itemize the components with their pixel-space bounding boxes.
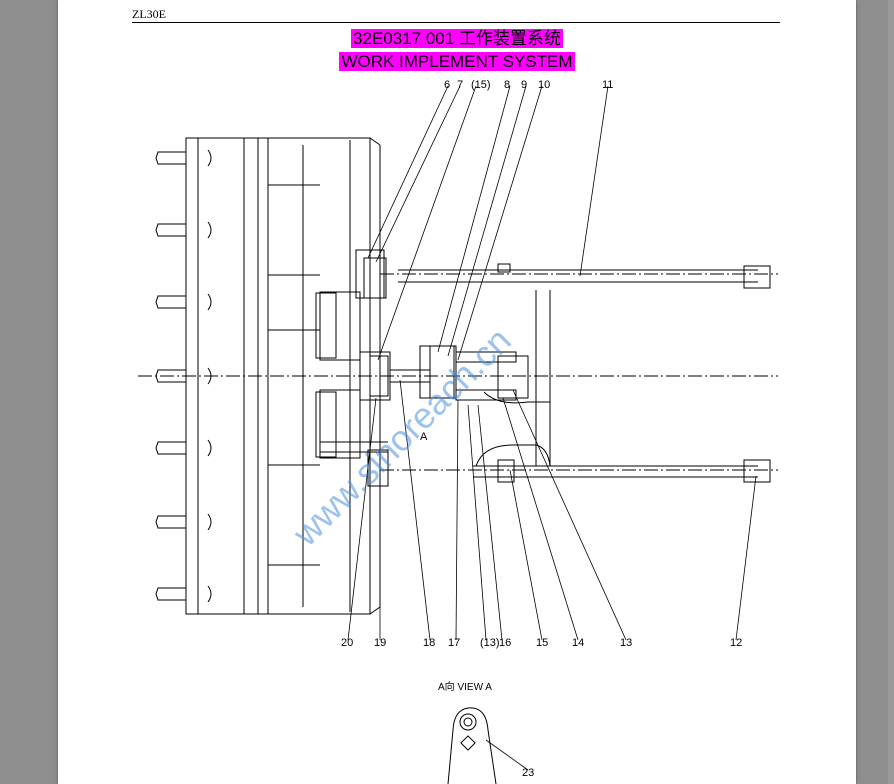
callout-11: 11 [602,79,613,91]
callout-13: 13 [620,637,632,649]
callout-labels: 6 7 (15) 8 9 10 11 20 19 18 17 (13) 16 1… [341,79,742,779]
leader-lines [347,85,757,641]
title-english: WORK IMPLEMENT SYSTEM [339,52,575,71]
callout-10: 10 [538,79,550,91]
watermark-text: www.sinoreach.cn [284,320,519,555]
callout-14: 14 [572,637,584,649]
callout-12: 12 [730,637,742,649]
section-mark-a: A [420,431,428,443]
callout-7: 7 [457,79,463,91]
callout-15: 15 [536,637,548,649]
model-label: ZL30E [132,7,166,21]
callout-13p: (13) [480,637,500,649]
callout-19: 19 [374,637,386,649]
boom-lower-arm [380,444,778,483]
callout-6: 6 [444,79,450,91]
callout-17: 17 [448,637,460,649]
title-code: 32E0317 001 工作装置系统 [351,29,563,48]
bucket-teeth [155,149,212,603]
header-rule [132,22,780,23]
linkage-assembly [319,290,551,487]
view-a-detail [447,707,529,784]
callout-9: 9 [521,79,527,91]
callout-20: 20 [341,637,353,649]
callout-18: 18 [423,637,435,649]
callout-15p: (15) [471,79,491,91]
view-a-label: A向 VIEW A [438,680,492,693]
technical-drawing: 6 7 (15) 8 9 10 11 20 19 18 17 (13) 16 1… [138,79,778,784]
scrollbar[interactable] [888,0,894,784]
drawing-title-line2: WORK IMPLEMENT SYSTEM [58,51,856,73]
callout-23: 23 [522,767,534,779]
drawing-title-line1: 32E0317 001 工作装置系统 [58,28,856,50]
callout-16: 16 [499,637,511,649]
callout-8: 8 [504,79,510,91]
document-page: ZL30E 32E0317 001 工作装置系统 WORK IMPLEMENT … [58,0,856,784]
boom-upper-arm [355,249,778,299]
